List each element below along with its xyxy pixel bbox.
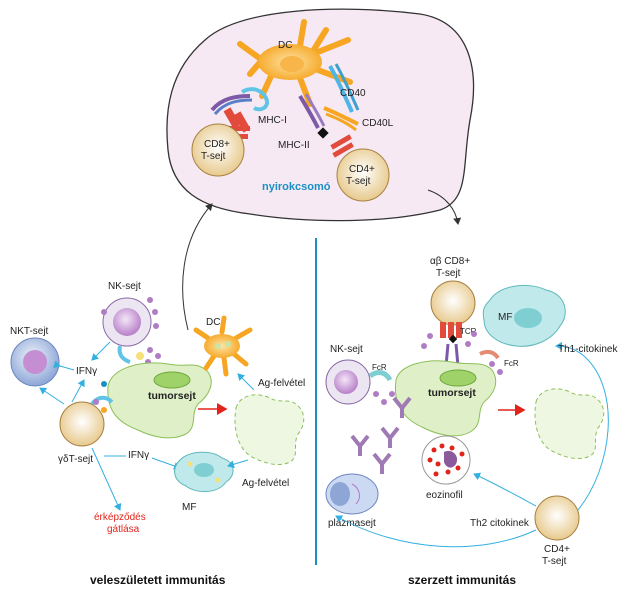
adaptive-title: szerzett immunitás	[408, 573, 516, 587]
tumor-label-innate: tumorsejt	[148, 390, 196, 402]
cd4-lymph-label-2: T-sejt	[346, 176, 371, 187]
nk-label-innate: NK-sejt	[108, 281, 141, 292]
tcr-label: TCR	[460, 327, 477, 336]
gd-label: γδT-sejt	[58, 454, 93, 465]
ab-cd8-tcell	[430, 280, 476, 326]
ab-label-1: αβ CD8+	[430, 256, 470, 267]
antibodies	[350, 396, 412, 474]
mf-label-innate: MF	[182, 502, 196, 513]
dead-tumor-adaptive	[534, 388, 605, 459]
cd4-tcell-adaptive	[534, 495, 580, 541]
cd40l-label: CD40L	[362, 118, 394, 129]
cd4-lymph-label-1: CD4+	[349, 164, 375, 175]
fcr-label-1: FcR	[372, 363, 387, 372]
cd8-tcell-lymph: CD8+ T-sejt	[191, 123, 245, 177]
cd4-tcell-lymph: CD4+ T-sejt	[336, 148, 390, 202]
arrow-from-lymph	[427, 189, 462, 225]
mhc2-label: MHC-II	[278, 140, 310, 151]
nkt-label: NKT-sejt	[10, 326, 49, 337]
eos-label: eozinofil	[426, 490, 463, 501]
cd40-label: CD40	[340, 88, 366, 99]
ag-uptake-2: Ag-felvétel	[242, 478, 289, 489]
cd40-complex: CD40 CD40L	[323, 63, 394, 132]
th2-label: Th2 citokinek	[470, 518, 530, 529]
nk-label-adaptive: NK-sejt	[330, 344, 363, 355]
th2-arrow-plasma	[335, 515, 537, 548]
angio-label-1: érképződés	[94, 512, 146, 523]
lymph-node-title: nyirokcsomó	[262, 181, 331, 193]
fcr-label-2: FcR	[504, 359, 519, 368]
innate-title: veleszületett immunitás	[90, 573, 226, 587]
dc-cell-innate	[193, 315, 253, 377]
plasma-label: plazmasejt	[328, 518, 376, 529]
mhc1-label: MHC-I	[258, 115, 287, 126]
dc-label-innate: DC	[206, 317, 220, 328]
ab-label-2: T-sejt	[436, 268, 461, 279]
cd8-label-1: CD8+	[204, 139, 230, 150]
tumor-label-adaptive: tumorsejt	[428, 387, 476, 399]
dead-tumor-innate	[234, 394, 305, 465]
cd4-label-adaptive-2: T-sejt	[542, 556, 567, 567]
arrow-to-lymph	[182, 203, 213, 331]
th2-arrow-eos	[473, 472, 537, 507]
th1-label: Th1-citokinek	[558, 344, 618, 355]
mf-label-adaptive: MF	[498, 312, 512, 323]
th1-arrow	[555, 342, 609, 511]
ag-uptake-1: Ag-felvétel	[258, 378, 305, 389]
adaptive-panel: αβ CD8+ T-sejt TCR MF FcR NK-sejt FcR tu…	[325, 256, 618, 587]
angio-label-2: gátlása	[107, 524, 140, 535]
ifng-label-2: IFNγ	[128, 450, 149, 461]
gd-tcell	[59, 401, 105, 447]
dc-cell-lymph: DC	[237, 19, 353, 107]
lymph-node: DC MHC-I CD8+ T-sejt CD40 CD40L	[166, 8, 475, 222]
cd8-label-2: T-sejt	[201, 151, 226, 162]
innate-panel: NKT-sejt NK-sejt IFNγ tumorsejt γδT-sejt…	[10, 281, 305, 587]
cd4-label-adaptive-1: CD4+	[544, 544, 570, 555]
mhc2-complex: MHC-II	[278, 93, 354, 158]
antigen-diamond	[317, 127, 329, 139]
dc-label-lymph: DC	[278, 40, 292, 51]
ifng-label-1: IFNγ	[76, 366, 97, 377]
